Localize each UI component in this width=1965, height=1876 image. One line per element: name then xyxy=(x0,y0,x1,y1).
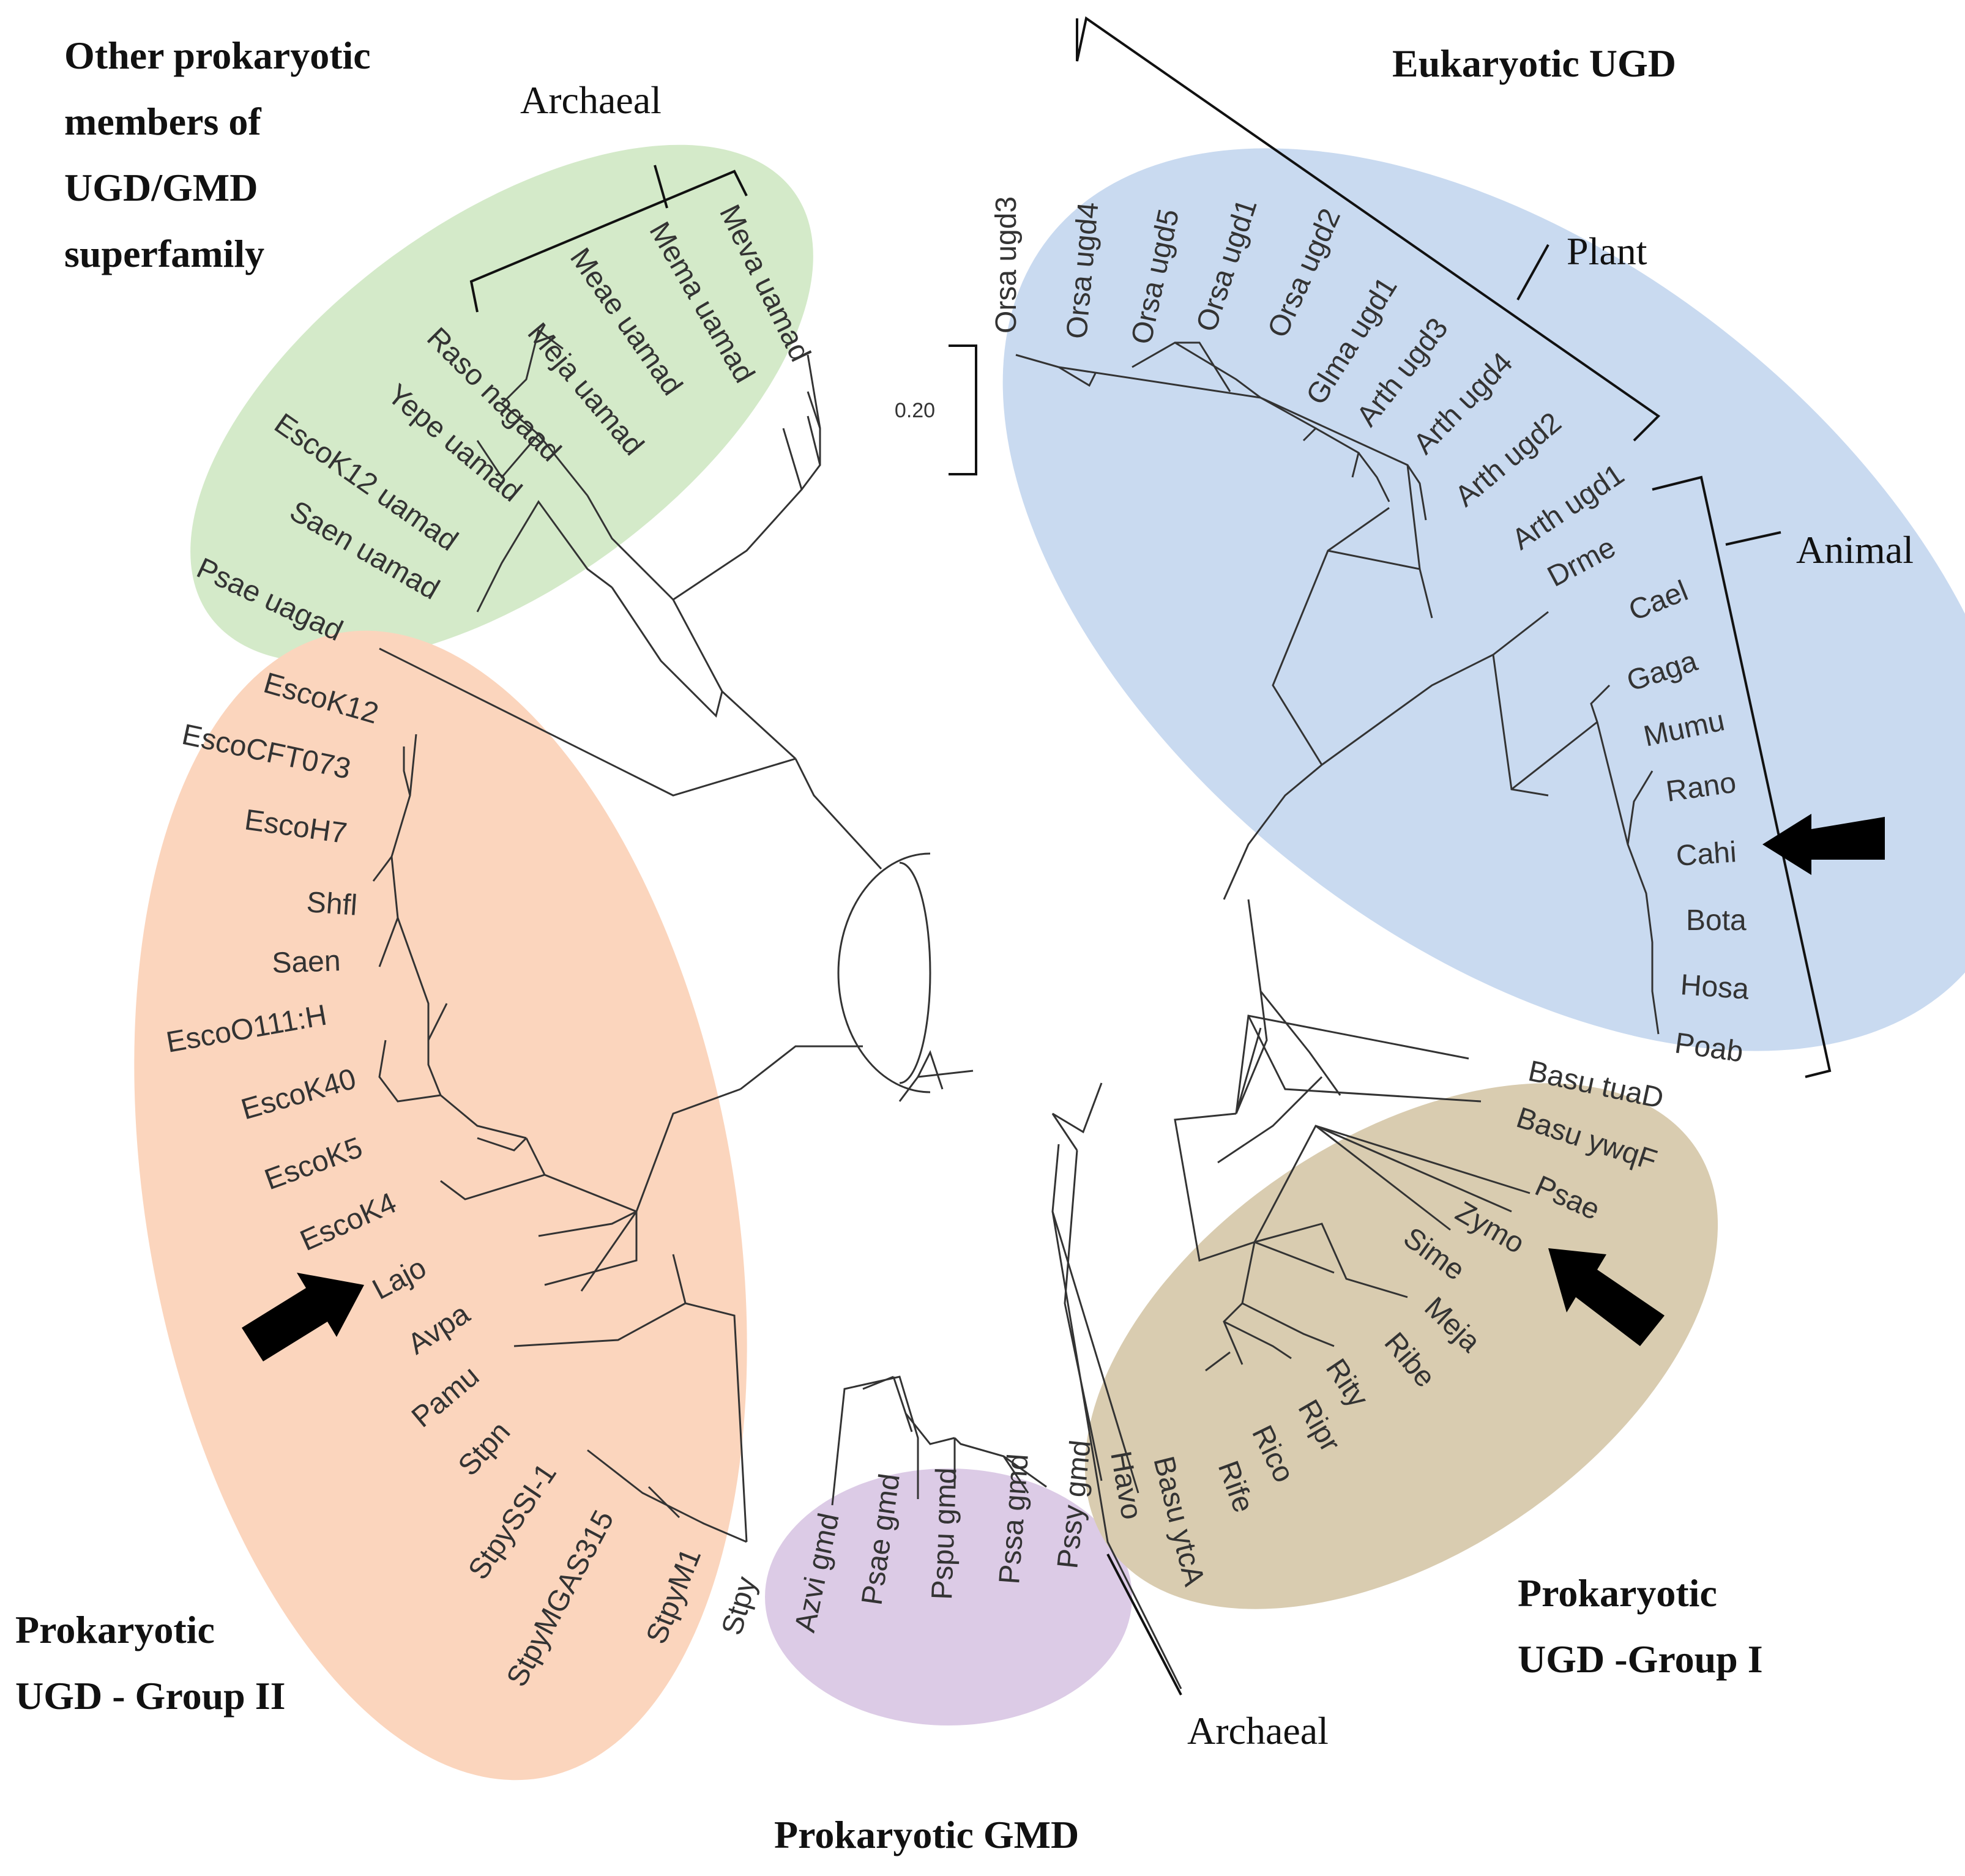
plant-bracket xyxy=(1076,16,1661,442)
group2-title-line-1: Prokaryotic xyxy=(15,1608,215,1651)
archaeal-top-bracket xyxy=(469,169,748,313)
gmd-ellipse xyxy=(765,1468,1132,1725)
archaeal-top-bracket-stem xyxy=(654,165,668,209)
leaf-label: Pspu gmd xyxy=(926,1467,963,1601)
animal-bracket xyxy=(1652,475,1832,1078)
archaeal-top-label: Archaeal xyxy=(520,78,662,122)
leaf-label: Saen xyxy=(272,945,341,980)
leaf-label: Cahi xyxy=(1675,836,1737,873)
group1-title-line-2: UGD -Group I xyxy=(1518,1637,1763,1681)
arrow-lajo xyxy=(242,1273,364,1361)
arrows xyxy=(242,814,1885,1361)
group1-title: Prokaryotic UGD -Group I xyxy=(1518,1571,1763,1681)
other-title-line-4: superfamily xyxy=(64,232,264,275)
plant-label: Plant xyxy=(1567,229,1647,273)
archaeal-bottom-bracket xyxy=(1106,1554,1182,1695)
scale-bar-label: 0.20 xyxy=(895,399,935,422)
clade-brackets xyxy=(469,16,1832,1695)
group1-title-line-1: Prokaryotic xyxy=(1518,1571,1717,1615)
arrow-zymo xyxy=(1548,1248,1665,1346)
arrow-cahi xyxy=(1762,814,1885,875)
scale-bar: 0.20 xyxy=(895,344,977,475)
archaeal-bottom-label: Archaeal xyxy=(1187,1709,1329,1752)
leaf-label: Hosa xyxy=(1679,969,1750,1006)
other-title-line-3: UGD/GMD xyxy=(64,166,258,209)
group2-title-line-2: UGD - Group II xyxy=(15,1674,286,1718)
other-title-line-1: Other prokaryotic xyxy=(64,34,371,77)
animal-bracket-stem xyxy=(1725,531,1781,546)
leaf-label: Bota xyxy=(1686,904,1747,937)
leaf-label: Orsa ugd3 xyxy=(990,196,1023,333)
leaf-label: Shfl xyxy=(305,886,358,922)
animal-label: Animal xyxy=(1796,528,1914,571)
leaf-label: Stpy xyxy=(716,1573,763,1639)
group2-title: Prokaryotic UGD - Group II xyxy=(15,1608,286,1718)
group2-ellipse xyxy=(134,630,747,1781)
tree-branches xyxy=(372,329,1660,1689)
gmd-title: Prokaryotic GMD xyxy=(774,1813,1079,1856)
plant-bracket-stem xyxy=(1516,244,1549,300)
eukaryotic-ugd-ellipse xyxy=(1002,148,1965,1051)
eukaryotic-ugd-title: Eukaryotic UGD xyxy=(1392,42,1676,85)
other-prokaryotic-title: Other prokaryotic members of UGD/GMD sup… xyxy=(64,34,381,275)
other-title-line-2: members of xyxy=(64,100,261,143)
group1-ellipse xyxy=(1084,1083,1718,1609)
